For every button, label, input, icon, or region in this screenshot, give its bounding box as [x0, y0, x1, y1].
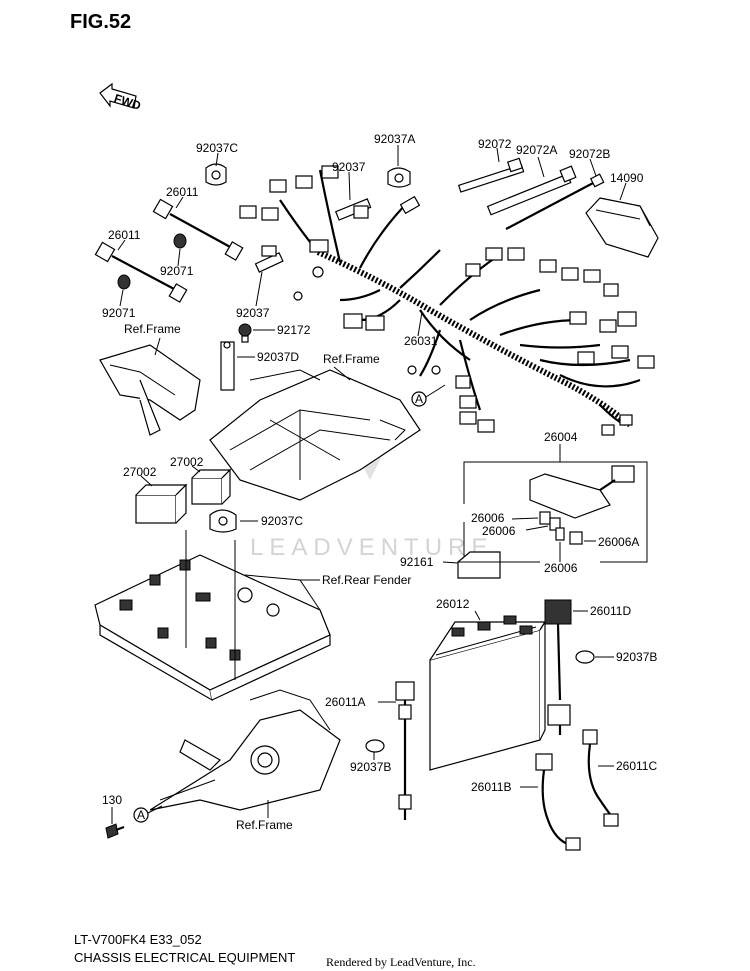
bolt-130[interactable]: [105, 823, 125, 839]
frame-center: [209, 369, 421, 501]
cover-14090[interactable]: [585, 197, 659, 258]
label-26006-c: 26006: [544, 561, 578, 575]
reference-circle-a-top: A: [411, 391, 427, 407]
label-26011-lower: 26011: [108, 228, 141, 242]
label-26011D: 26011D: [590, 604, 631, 618]
fuse-holder-26006[interactable]: [539, 511, 561, 531]
cable-tie-92072B[interactable]: [505, 173, 605, 230]
label-26011B: 26011B: [471, 780, 511, 794]
label-92037C-top: 92037C: [196, 141, 238, 155]
label-ref-frame-lower: Ref.Frame: [236, 818, 293, 832]
label-92037: 92037: [332, 160, 366, 174]
footer-render-credit: Rendered by LeadVenture, Inc.: [326, 955, 476, 969]
cable-26011B[interactable]: [535, 753, 581, 851]
relay-27002-right[interactable]: [191, 468, 232, 505]
label-92072B: 92072B: [569, 147, 610, 161]
label-92037-lower: 92037: [236, 306, 270, 320]
bolt-92172[interactable]: [238, 323, 252, 343]
label-ref-frame-center: Ref.Frame: [323, 352, 380, 366]
box-92161[interactable]: [457, 551, 501, 579]
frame-bracket-left: [99, 344, 201, 436]
label-26006-a: 26006: [471, 511, 505, 525]
label-92037A: 92037A: [374, 132, 415, 146]
wire-26011-top[interactable]: [152, 198, 244, 261]
label-92161: 92161: [400, 555, 434, 569]
frame-lower: [149, 689, 341, 811]
label-26011C: 26011C: [616, 759, 657, 773]
battery-26012[interactable]: [429, 615, 547, 771]
label-92037D: 92037D: [257, 350, 299, 364]
label-26012: 26012: [436, 597, 470, 611]
grommet-92071-lower[interactable]: [117, 274, 131, 290]
clamp-92037C-mid[interactable]: [209, 509, 237, 533]
wire-26011-lower[interactable]: [94, 241, 188, 303]
clamp-92037B-right[interactable]: [575, 650, 595, 664]
cable-tie-92072A[interactable]: [486, 165, 577, 216]
label-92172: 92172: [277, 323, 311, 337]
label-92071-lower: 92071: [102, 306, 136, 320]
reference-circle-a-bottom: A: [133, 807, 149, 823]
fwd-label: FWD: [112, 91, 143, 113]
label-ref-rear-fender: Ref.Rear Fender: [322, 573, 411, 587]
label-92037B-right: 92037B: [616, 650, 657, 664]
rear-fender-tray: [94, 554, 331, 702]
fuse-26006A[interactable]: [569, 531, 583, 545]
clamp-92037-lower[interactable]: [254, 252, 284, 273]
fuse-26006[interactable]: [555, 527, 565, 541]
relay-27002-left[interactable]: [135, 483, 188, 524]
label-26011-top: 26011: [166, 185, 199, 199]
label-26006-b: 26006: [482, 524, 516, 538]
figure-label: FIG.52: [70, 11, 131, 33]
main-wiring-harness-26031[interactable]: [239, 165, 655, 436]
clamp-92037B-left[interactable]: [365, 739, 385, 753]
label-92072: 92072: [478, 137, 512, 151]
label-26006A: 26006A: [598, 535, 639, 549]
fwd-arrow-icon: FWD: [99, 82, 143, 113]
label-26031: 26031: [404, 334, 438, 348]
label-26011A: 26011A: [325, 695, 365, 709]
clamp-92037A[interactable]: [387, 167, 411, 188]
cable-tie-92072[interactable]: [457, 157, 525, 193]
cable-26011C[interactable]: [582, 729, 619, 827]
label-92071-top: 92071: [160, 264, 194, 278]
label-92037B-left: 92037B: [350, 760, 391, 774]
circle-a-top-text: A: [415, 392, 423, 406]
grommet-92071-top[interactable]: [173, 233, 187, 249]
cable-26011D[interactable]: [544, 599, 572, 735]
label-27002-left: 27002: [123, 465, 157, 479]
clamp-92037D[interactable]: [220, 341, 235, 391]
group-box-26004: [463, 444, 648, 563]
watermark-text: LEADVENTURE: [250, 534, 493, 561]
label-130: 130: [102, 793, 122, 807]
footer-model: LT-V700FK4 E33_052: [74, 932, 202, 947]
label-27002-right: 27002: [170, 455, 204, 469]
footer-section: CHASSIS ELECTRICAL EQUIPMENT: [74, 950, 295, 965]
label-92072A: 92072A: [516, 143, 557, 157]
label-92037C-mid: 92037C: [261, 514, 303, 528]
label-14090: 14090: [610, 171, 644, 185]
cable-26011A[interactable]: [395, 681, 415, 820]
circle-a-bottom-text: A: [137, 808, 145, 822]
label-ref-frame-left: Ref.Frame: [124, 322, 181, 336]
label-26004: 26004: [544, 430, 578, 444]
clamp-92037C-top[interactable]: [205, 163, 227, 186]
